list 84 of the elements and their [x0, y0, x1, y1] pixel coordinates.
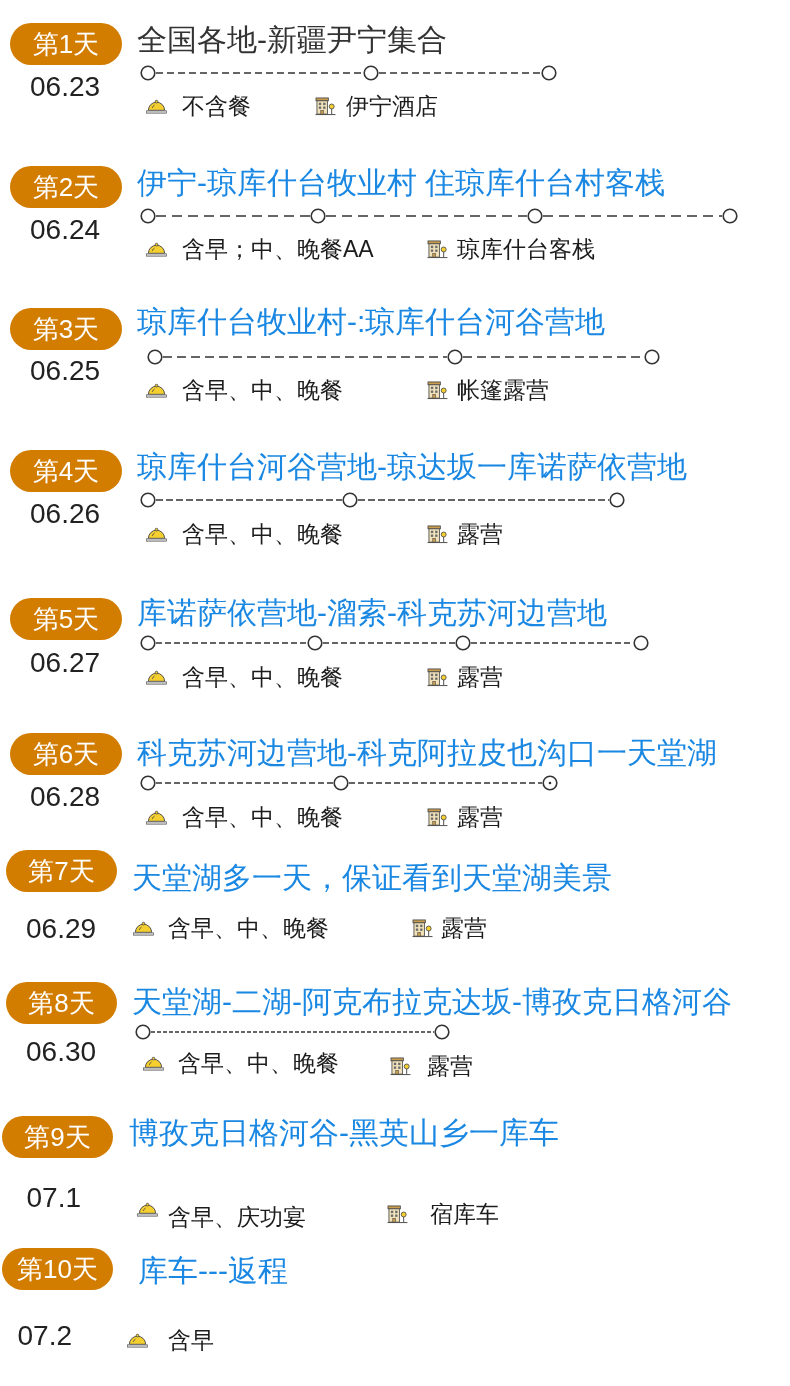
route-stop-circle — [140, 65, 156, 81]
route-stop-circle — [140, 492, 156, 508]
lodging-note: 帐篷露营 — [457, 376, 549, 404]
route-stop-circle — [363, 65, 379, 81]
route-stop-circle — [310, 208, 326, 224]
date-label: 06.24 — [30, 214, 101, 246]
meal-note: 含早、中、晚餐 — [182, 376, 343, 404]
date-label: 07.2 — [17, 1320, 72, 1352]
day-badge: 第8天 — [6, 982, 117, 1024]
dashed-route-line — [322, 642, 456, 644]
route-stop-circle — [333, 775, 349, 791]
date-label: 06.25 — [30, 355, 101, 387]
date-label: 06.23 — [30, 71, 101, 103]
route-title: 琼库什台河谷营地-琼达坂一库诺萨依营地 — [137, 449, 687, 485]
route-stop-circle — [140, 635, 156, 651]
route-stop-circle — [722, 208, 738, 224]
route-stop-circle — [609, 492, 625, 508]
meal-note: 含早、中、晚餐 — [178, 1049, 339, 1077]
meal-note: 不含餐 — [182, 92, 251, 120]
dashed-route-line — [155, 642, 308, 644]
dashed-route-line — [155, 782, 334, 784]
day-badge: 第7天 — [6, 850, 117, 892]
date-label: 06.28 — [30, 781, 101, 813]
route-stop-circle — [307, 635, 323, 651]
day-badge: 第2天 — [10, 166, 122, 208]
date-label: 06.27 — [30, 647, 101, 679]
lodging-note: 露营 — [457, 520, 503, 548]
meal-note: 含早、中、晚餐 — [168, 914, 329, 942]
route-stop-circle — [147, 349, 163, 365]
meal-note: 含早、中、晚餐 — [182, 663, 343, 691]
meal-note: 含早 — [168, 1326, 214, 1354]
day-badge: 第4天 — [10, 450, 122, 492]
day-badge: 第9天 — [2, 1116, 113, 1158]
route-stop-circle — [633, 635, 649, 651]
route-stop-circle — [135, 1024, 151, 1040]
lodging-note: 露营 — [457, 663, 503, 691]
meal-note: 含早、庆功宴 — [168, 1203, 306, 1231]
dashed-route-line — [155, 72, 364, 74]
route-title: 伊宁-琼库什台牧业村 住琼库什台村客栈 — [137, 165, 666, 201]
date-label: 06.29 — [26, 913, 97, 945]
day-badge: 第10天 — [2, 1248, 113, 1290]
dashed-route-line — [325, 215, 528, 217]
route-stop-circle — [140, 208, 156, 224]
date-label: 06.30 — [26, 1036, 97, 1068]
route-title: 科克苏河边营地-科克阿拉皮也沟口一天堂湖 — [137, 735, 717, 771]
route-stop-circle — [527, 208, 543, 224]
meal-note: 含早、中、晚餐 — [182, 803, 343, 831]
meal-note: 含早；中、晚餐AA — [182, 235, 374, 263]
lodging-note: 露营 — [441, 914, 487, 942]
route-title: 天堂湖-二湖-阿克布拉克达坂-博孜克日格河谷 — [132, 984, 732, 1020]
day-badge: 第1天 — [10, 23, 122, 65]
date-label: 07.1 — [26, 1182, 81, 1214]
lodging-note: 琼库什台客栈 — [457, 235, 595, 263]
route-stop-circle — [644, 349, 660, 365]
dashed-route-line — [162, 356, 448, 358]
dashed-route-line — [542, 215, 723, 217]
route-title: 全国各地-新疆尹宁集合 — [137, 22, 447, 58]
day-badge: 第6天 — [10, 733, 122, 775]
route-title: 博孜克日格河谷-黑英山乡一库车 — [129, 1115, 559, 1151]
dashed-route-line — [378, 72, 542, 74]
meal-note: 含早、中、晚餐 — [182, 520, 343, 548]
route-stop-circle — [541, 65, 557, 81]
dashed-route-line — [357, 499, 610, 501]
route-stop-circle — [455, 635, 471, 651]
route-stop-circle — [447, 349, 463, 365]
route-title: 天堂湖多一天，保证看到天堂湖美景 — [132, 860, 612, 896]
lodging-note: 露营 — [457, 803, 503, 831]
dashed-route-line — [155, 215, 311, 217]
dashed-route-line — [348, 782, 543, 784]
lodging-note: 露营 — [427, 1052, 473, 1080]
dashed-route-line — [155, 499, 343, 501]
route-title: 库诺萨依营地-溜索-科克苏河边营地 — [137, 595, 607, 631]
day-badge: 第5天 — [10, 598, 122, 640]
day-badge: 第3天 — [10, 308, 122, 350]
route-stop-circle — [434, 1024, 450, 1040]
route-stop-circle — [542, 775, 558, 791]
lodging-note: 宿库车 — [430, 1200, 499, 1228]
route-stop-circle — [342, 492, 358, 508]
route-title: 琼库什台牧业村-:琼库什台河谷营地 — [137, 304, 606, 340]
date-label: 06.26 — [30, 498, 101, 530]
lodging-note: 伊宁酒店 — [346, 92, 438, 120]
route-title: 库车---返程 — [138, 1253, 288, 1289]
route-stop-circle — [140, 775, 156, 791]
dashed-route-line — [150, 1031, 435, 1033]
